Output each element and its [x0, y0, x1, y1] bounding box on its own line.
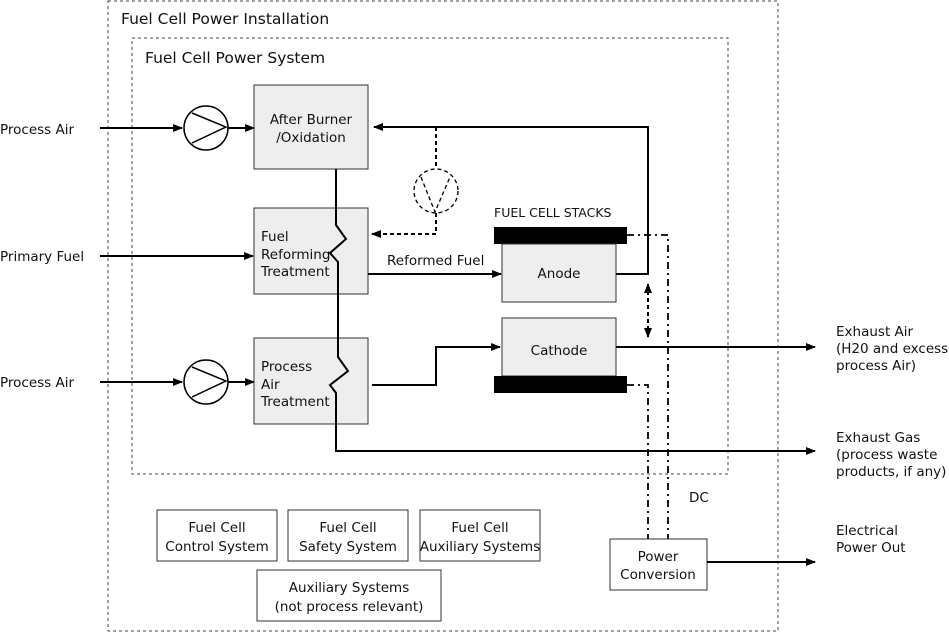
svg-text:Treatment: Treatment	[260, 394, 330, 410]
svg-text:process Air): process Air)	[836, 358, 916, 374]
dc-label: DC	[689, 490, 709, 506]
process-air-top-label: Process Air	[0, 122, 74, 138]
svg-text:Fuel Cell: Fuel Cell	[451, 520, 508, 536]
safety-system-box: Fuel Cell Safety System	[287, 509, 409, 562]
cathode-box: Cathode	[501, 317, 617, 377]
svg-text:Process: Process	[261, 359, 312, 375]
svg-text:(process waste: (process waste	[836, 447, 937, 463]
blower-top-icon	[183, 105, 229, 151]
treated-air-to-cathode-arrow	[372, 343, 501, 386]
exhaust-gas-line	[328, 169, 816, 455]
exhaust-gas-label: Exhaust Gas (process waste products, if …	[836, 430, 946, 480]
auxiliary-systems-box: Fuel Cell Auxiliary Systems	[419, 509, 541, 562]
fuel-cell-stacks-label: FUEL CELL STACKS	[494, 205, 612, 220]
installation-frame	[107, 0, 779, 632]
optional-recirc-to-reformer-arrow	[371, 213, 437, 238]
process-air-bottom-label: Process Air	[0, 375, 74, 391]
anode-plate	[494, 227, 627, 244]
control-system-box: Fuel Cell Control System	[156, 509, 278, 562]
process-air-treatment-box: Process Air Treatment	[253, 337, 369, 425]
fuel-reforming-box: Fuel Reforming Treatment	[253, 207, 369, 295]
installation-title: Fuel Cell Power Installation	[121, 10, 329, 28]
svg-text:Air: Air	[261, 377, 280, 393]
svg-text:After Burner: After Burner	[270, 112, 353, 128]
svg-text:Fuel Cell: Fuel Cell	[319, 520, 376, 536]
optional-blower-icon	[413, 168, 459, 214]
svg-text:Conversion: Conversion	[620, 567, 696, 583]
svg-text:Power Out: Power Out	[836, 540, 906, 556]
svg-text:Exhaust Air: Exhaust Air	[836, 324, 914, 340]
svg-text:Fuel Cell: Fuel Cell	[188, 520, 245, 536]
anode-box: Anode	[501, 243, 617, 303]
svg-text:(H20 and excess: (H20 and excess	[836, 341, 948, 357]
svg-text:(not process relevant): (not process relevant)	[275, 599, 424, 615]
dc-line-cathode	[627, 384, 649, 539]
cathode-plate	[494, 376, 627, 393]
reformed-fuel-label: Reformed Fuel	[387, 253, 484, 269]
svg-text:Auxiliary Systems: Auxiliary Systems	[420, 539, 541, 555]
anode-offgas-to-afterburner-arrow	[373, 123, 649, 275]
svg-text:Treatment: Treatment	[260, 264, 330, 280]
power-conversion-box: Power Conversion	[609, 538, 708, 591]
after-burner-box: After Burner /Oxidation	[253, 84, 369, 170]
primary-fuel-label: Primary Fuel	[0, 249, 84, 265]
exhaust-air-label: Exhaust Air (H20 and excess process Air)	[836, 324, 948, 374]
svg-text:Auxiliary Systems: Auxiliary Systems	[289, 580, 410, 596]
blower-bottom-icon	[183, 359, 229, 405]
svg-text:Exhaust Gas: Exhaust Gas	[836, 430, 920, 446]
svg-text:Safety System: Safety System	[299, 539, 397, 555]
svg-text:Fuel: Fuel	[261, 229, 289, 245]
svg-text:Anode: Anode	[538, 266, 581, 282]
aux-not-process-relevant-box: Auxiliary Systems (not process relevant)	[256, 569, 442, 622]
electrical-power-out-label: Electrical Power Out	[836, 523, 906, 556]
svg-text:Electrical: Electrical	[836, 523, 898, 539]
system-title: Fuel Cell Power System	[145, 49, 325, 67]
svg-text:Control System: Control System	[165, 539, 268, 555]
svg-text:Cathode: Cathode	[531, 343, 588, 359]
svg-text:products, if any): products, if any)	[836, 464, 946, 480]
dc-line-anode	[627, 234, 669, 539]
svg-text:/Oxidation: /Oxidation	[276, 130, 346, 146]
svg-text:Power: Power	[638, 549, 679, 565]
svg-text:Reforming: Reforming	[261, 247, 330, 263]
